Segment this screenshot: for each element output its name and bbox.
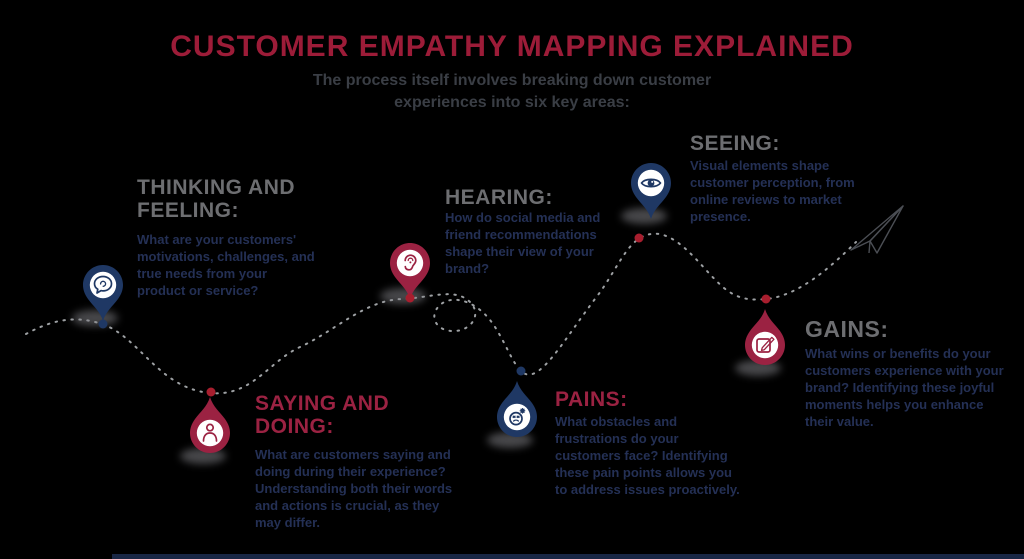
pen-icon [756, 336, 775, 353]
heading-seeing: SEEING: [690, 132, 780, 155]
heading-hearing: HEARING: [445, 186, 553, 209]
page-subtitle-line1: The process itself involves breaking dow… [312, 72, 712, 89]
eye-icon [640, 178, 662, 188]
pin-pains [493, 379, 541, 441]
pin-seeing [627, 159, 675, 221]
heading-saying-and-doing: SAYING AND DOING: [255, 392, 390, 439]
path-dot [98, 319, 108, 329]
body-gains: What wins or benefits do your customers … [805, 346, 1004, 429]
page-title: CUSTOMER EMPATHY MAPPING EXPLAINED [170, 30, 854, 63]
heading-gains: GAINS: [805, 316, 889, 342]
heading-pains: PAINS: [555, 388, 628, 411]
pin-thinking-and-feeling [79, 261, 127, 323]
body-saying-and-doing: What are customers saying and doing duri… [255, 447, 453, 530]
page-subtitle-line2: experiences into six key areas: [394, 94, 630, 111]
path-dot [634, 233, 644, 243]
ear-icon [404, 254, 417, 271]
bottom-bar [112, 554, 1024, 559]
pin-shadow [621, 208, 667, 224]
person-icon [202, 423, 218, 442]
path-dot [405, 293, 415, 303]
speech-bubble-icon [93, 275, 113, 294]
body-thinking-and-feeling: What are your customers' motivations, ch… [137, 232, 315, 298]
path-dot [516, 366, 526, 376]
heading-thinking-and-feeling: THINKING AND FEELING: [137, 176, 296, 223]
paper-plane-icon [850, 205, 904, 254]
path-dot [761, 294, 771, 304]
stressed-face-icon [509, 407, 526, 426]
pin-shadow [380, 288, 426, 304]
pin-gains [741, 307, 789, 369]
body-hearing: How do social media and friend recommend… [445, 210, 601, 276]
body-pains: What obstacles and frustrations do your … [555, 414, 740, 497]
path-dot [206, 387, 216, 397]
body-seeing: Visual elements shape customer perceptio… [690, 158, 855, 224]
pin-hearing [386, 239, 434, 301]
pin-saying-and-doing [186, 395, 234, 457]
